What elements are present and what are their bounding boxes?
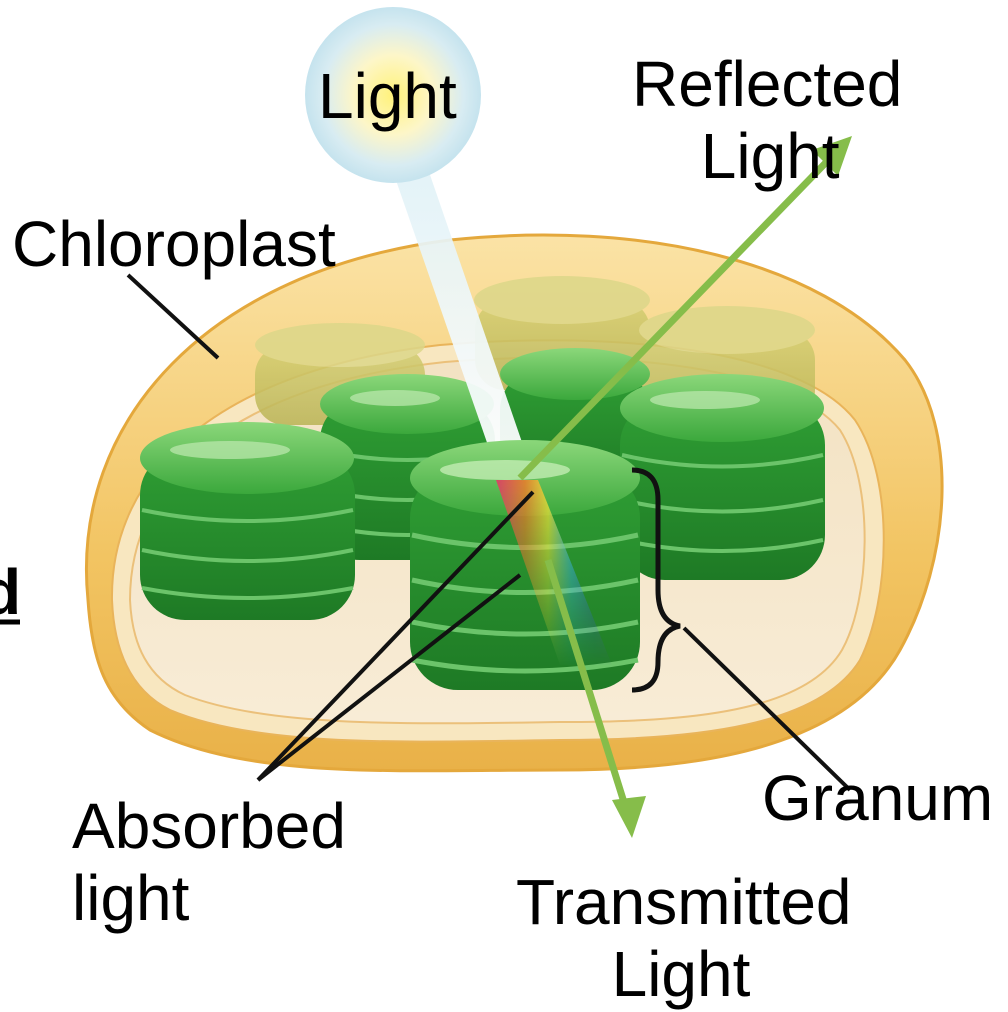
reflected-light-label: Reflected Light	[632, 48, 902, 192]
granum-label: Granum	[762, 762, 993, 834]
granum-left	[140, 422, 355, 620]
transmitted-light-line2: Light	[516, 938, 846, 1010]
transmitted-light-label: Transmitted Light	[516, 866, 846, 1010]
transmitted-light-line1: Transmitted	[516, 866, 846, 938]
transmitted-arrowhead	[612, 796, 646, 838]
absorbed-light-line2: light	[72, 862, 346, 934]
absorbed-light-line1: Absorbed	[72, 790, 346, 862]
edge-fragment-text: d	[0, 556, 21, 628]
reflected-light-line1: Reflected	[632, 48, 902, 120]
reflected-light-line2: Light	[632, 120, 902, 192]
absorbed-light-label: Absorbed light	[72, 790, 346, 934]
chloroplast-label: Chloroplast	[12, 208, 336, 280]
light-label: Light	[318, 60, 457, 132]
chloroplast-leader	[128, 275, 218, 358]
